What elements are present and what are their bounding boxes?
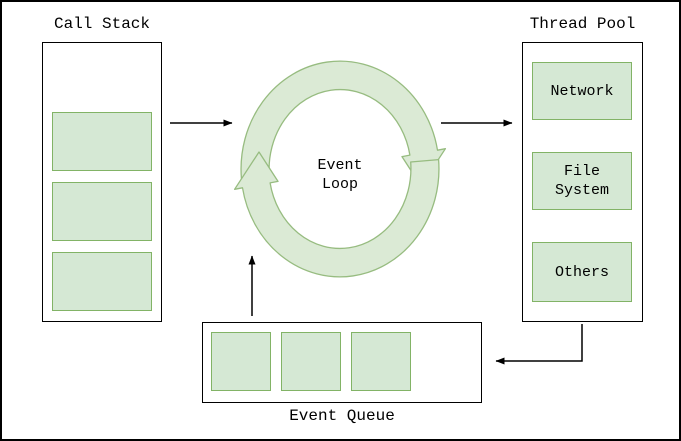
arrow-threadpool-to-eventqueue [495, 324, 583, 365]
worker-file-system: File System [532, 152, 632, 210]
thread-pool-container: Network File System Others [522, 42, 643, 322]
event-loop-label-line2: Loop [321, 176, 358, 193]
worker-others: Others [532, 242, 632, 302]
queue-item-1 [211, 332, 271, 391]
call-stack-container [42, 42, 162, 322]
call-stack-title: Call Stack [53, 15, 150, 33]
stack-frame-2 [52, 182, 152, 241]
event-queue-title: Event Queue [289, 407, 395, 425]
queue-item-3 [351, 332, 411, 391]
worker-network: Network [532, 62, 632, 120]
event-queue-container [202, 322, 482, 403]
event-loop-label-line1: Event [317, 157, 363, 174]
thread-pool-title: Thread Pool [529, 15, 636, 33]
stack-frame-1 [52, 112, 152, 171]
event-loop-arc-top [240, 60, 447, 187]
event-loop-arc-bottom [233, 151, 440, 278]
queue-item-2 [281, 332, 341, 391]
event-loop-label: Event Loop [280, 156, 400, 194]
stack-frame-3 [52, 252, 152, 311]
